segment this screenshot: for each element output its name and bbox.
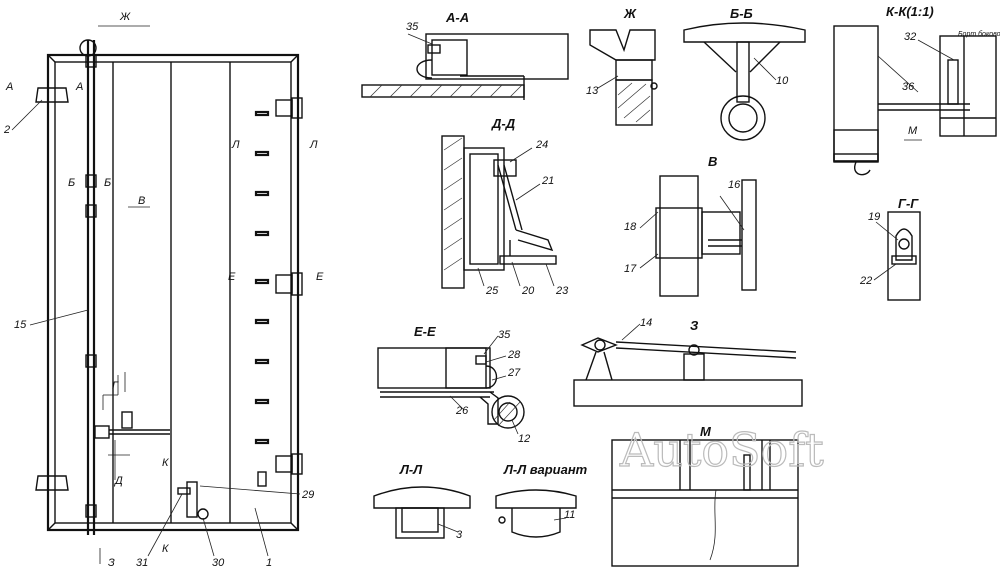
part-26: 26 [455,405,469,417]
part-36: 36 [902,81,915,93]
part-23: 23 [555,285,569,297]
title-z: З [690,318,699,333]
mark-zh: Ж [119,11,131,23]
title-ll: Л-Л [399,462,423,477]
mark-z: З [108,557,115,569]
view-v: В 16 18 17 [624,154,757,297]
section-ll: Л-Л 3 [373,462,471,541]
section-dd: Д-Д 24 21 25 20 23 [441,116,569,297]
title-gg: Г-Г [898,196,919,211]
title-aa: А-А [445,10,469,25]
seal-clips [254,110,270,445]
part-3: 3 [456,529,463,541]
part-12: 12 [518,433,530,445]
section-aa: А-А 35 [361,10,569,100]
view-zh: Ж 13 [586,6,658,126]
part-13: 13 [586,85,599,97]
bort-label: Борт бокового [958,30,1000,38]
main-door-view: Ж А А Б Б В Л Л Е Е К К Г Д З 2 15 29 1 … [3,11,324,569]
part-31: 31 [136,557,148,569]
title-v: В [708,154,717,169]
title-ee: Е-Е [414,324,436,339]
title-m: М [700,424,712,439]
title-zh: Ж [623,6,637,21]
part-22: 22 [859,275,872,287]
section-ee: Е-Е 35 28 27 26 12 [377,324,530,445]
watermark: AutoSoft [619,423,824,477]
mark-a-left: А [5,81,13,93]
mark-e-right: Е [316,271,324,283]
mark-b-right: Б [104,177,111,189]
part-11: 11 [564,509,575,521]
part-24: 24 [535,139,548,151]
section-gg: Г-Г 19 22 [859,196,921,301]
part-25: 25 [485,285,499,297]
part-16: 16 [728,179,741,191]
mark-g: Г [112,380,119,392]
section-ll-variant: Л-Л вариант 11 [495,462,588,538]
mark-k-bottom: К [162,543,169,555]
mark-m: М [908,125,918,137]
part-20: 20 [521,285,535,297]
title-ll-variant: Л-Л вариант [503,462,588,477]
part-14: 14 [640,317,652,329]
mark-d: Д [113,475,123,487]
view-m: М [611,424,799,567]
section-kk: К-К(1:1) 36 32 Борт бокового М [833,4,1000,176]
section-bb: Б-Б 10 [683,6,806,141]
mark-l-right: Л [309,139,318,151]
part-35b: 35 [498,329,511,341]
part-18: 18 [624,221,637,233]
title-kk: К-К(1:1) [886,4,934,19]
mark-a-right: А [75,81,83,93]
part-19: 19 [868,211,880,223]
part-15: 15 [14,319,27,331]
title-dd: Д-Д [491,116,516,131]
mark-e-left: Е [228,271,236,283]
mark-v: В [138,195,145,207]
part-17: 17 [624,263,637,275]
part-27: 27 [507,367,521,379]
title-bb: Б-Б [730,6,753,21]
mark-b-left: Б [68,177,75,189]
part-21: 21 [541,175,554,187]
part-35a: 35 [406,21,419,33]
part-2: 2 [3,124,10,136]
part-32: 32 [904,31,916,43]
part-29: 29 [301,489,314,501]
part-30: 30 [212,557,225,569]
part-28: 28 [507,349,521,361]
mark-l-left: Л [231,139,240,151]
part-1: 1 [266,557,272,569]
part-10: 10 [776,75,789,87]
mark-k-top: К [162,457,169,469]
view-z: З 14 [573,317,803,407]
